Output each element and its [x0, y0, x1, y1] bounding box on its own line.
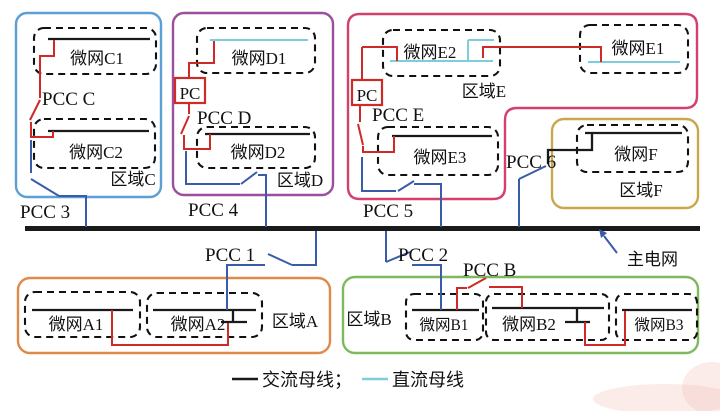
region-d-box	[171, 11, 335, 197]
wire-pcc4-a	[185, 151, 240, 185]
label-region-c: 区域C	[110, 170, 155, 189]
wire-f-feeder	[546, 133, 594, 164]
label-mg-b3: 微网B3	[634, 316, 683, 334]
dc-buses	[210, 39, 680, 63]
label-pcc-d: PCC D	[197, 108, 251, 129]
label-pcc-c: PCC C	[42, 89, 95, 110]
blue-wires	[30, 140, 618, 310]
label-mg-e2: 微网E2	[404, 43, 457, 62]
bus-b2-tap	[565, 308, 590, 324]
wire-c1-drop	[39, 40, 55, 98]
label-pcc-e: PCC E	[372, 105, 424, 126]
label-mg-c1: 微网C1	[70, 49, 124, 68]
label-region-d: 区域D	[277, 171, 323, 190]
wire-pcc5-b	[414, 183, 442, 227]
label-region-b: 区域B	[346, 310, 391, 329]
wire-b1-up	[456, 287, 467, 310]
label-region-a: 区域A	[272, 312, 319, 331]
wire-pcc5-a	[361, 157, 396, 192]
pc-box-e	[350, 78, 384, 107]
microgrid-boxes	[23, 23, 699, 342]
microgrid-e2-box	[381, 28, 502, 78]
region-e-box	[346, 12, 699, 201]
label-pcc-4: PCC 4	[188, 200, 239, 221]
label-mg-e3: 微网E3	[414, 148, 467, 167]
dc-bus-e2	[390, 39, 494, 62]
switch-pcc-e	[357, 123, 364, 146]
switch-pcc-1	[267, 253, 293, 266]
wire-pcc3-b	[59, 195, 87, 227]
switch-pcc-c	[29, 99, 41, 121]
microgrid-c1-box	[32, 26, 158, 76]
wire-e3-entry	[362, 136, 395, 153]
legend: 交流母线； 直流母线	[232, 370, 464, 390]
label-region-e: 区域E	[462, 82, 506, 101]
label-pcc-1: PCC 1	[205, 245, 255, 266]
labels: 微网C1 微网C2 微网D1 微网D2 微网E2 微网E1 微网E3 微网F 微…	[20, 39, 684, 334]
wire-d1-to-pc	[188, 41, 215, 78]
watermark-blob	[682, 362, 720, 411]
region-c-box	[14, 11, 163, 199]
bus-a2-tap	[221, 310, 247, 324]
microgrid-a1-box	[23, 290, 142, 339]
legend-ac-label: 交流母线；	[262, 370, 352, 390]
label-mg-c2: 微网C2	[69, 143, 123, 162]
wire-pcc1-b	[226, 264, 265, 310]
wire-a1-a2	[111, 310, 229, 346]
switch-pcc-b	[467, 277, 487, 289]
switch-pcc-2	[385, 251, 411, 263]
microgrid-a2-box	[145, 291, 264, 339]
label-pcc-3: PCC 3	[20, 202, 70, 223]
microgrid-e1-box	[578, 23, 690, 75]
label-pc-e: PC	[357, 86, 378, 105]
switch-pcc-4	[240, 171, 258, 185]
ac-buses	[32, 37, 692, 324]
label-pcc-b: PCC B	[463, 260, 516, 281]
label-mg-e1: 微网E1	[612, 39, 665, 58]
label-mg-f: 微网F	[614, 145, 657, 164]
label-mg-a2: 微网A2	[171, 315, 226, 334]
main-grid-arrow-line	[603, 235, 618, 254]
microgrid-f-box	[575, 123, 690, 174]
wire-c2-entry	[30, 122, 54, 138]
label-region-f: 区域F	[619, 181, 662, 200]
microgrid-c2-box	[32, 117, 157, 170]
wire-pcc2-b	[412, 264, 442, 310]
wire-pcc4-b	[258, 174, 267, 227]
switch-pcc-5	[397, 180, 415, 192]
label-mg-d2: 微网D2	[231, 143, 286, 162]
label-mg-b1: 微网B1	[419, 316, 468, 334]
label-pcc-5: PCC 5	[363, 201, 413, 222]
wire-b2-b3	[584, 311, 626, 346]
label-pcc-2: PCC 2	[398, 245, 448, 266]
legend-dc-label: 直流母线	[392, 370, 464, 390]
wire-b2-entry	[489, 286, 523, 308]
label-pc-d: PC	[180, 84, 201, 103]
red-wires	[29, 40, 626, 346]
switch-pcc-3	[30, 178, 60, 197]
pc-box-d	[173, 76, 207, 105]
watermark-smudge	[593, 362, 720, 411]
microgrid-d1-box	[195, 26, 317, 75]
wire-e2-to-e1	[482, 46, 602, 62]
microgrid-b2-box	[484, 292, 611, 342]
main-grid-bus	[25, 226, 700, 231]
region-f-box	[550, 117, 700, 210]
label-main-grid: 主电网	[627, 250, 678, 269]
switch-pcc-6	[518, 165, 547, 180]
region-a-box	[16, 276, 332, 355]
label-mg-a1: 微网A1	[49, 315, 104, 334]
wire-e2-left	[362, 46, 398, 61]
switch-pcc-d	[180, 115, 190, 135]
microgrid-b1-box	[404, 292, 485, 342]
label-mg-b2: 微网B2	[502, 315, 556, 334]
label-mg-d1: 微网D1	[232, 49, 287, 68]
wire-d2-entry	[183, 134, 211, 150]
microgrid-d2-box	[195, 125, 317, 170]
wire-pcc1-a	[292, 231, 317, 266]
watermark-blob	[593, 384, 720, 411]
main-grid-arrowhead	[599, 229, 607, 238]
label-pcc-6: PCC 6	[506, 152, 556, 173]
